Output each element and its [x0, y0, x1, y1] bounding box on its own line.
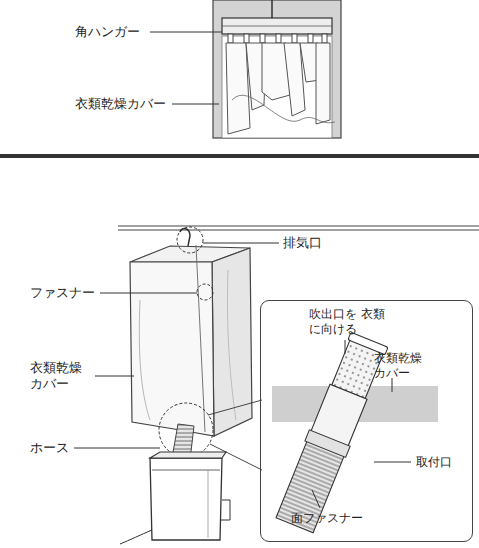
divider-bar: [0, 154, 479, 158]
leader-lines: [150, 32, 222, 104]
callout-text: 吹出口を 衣類に向ける: [309, 307, 387, 337]
inset-detail: [272, 332, 438, 534]
callout-text: 面ファスナー: [291, 511, 363, 526]
callout-text: 衣類乾燥 カバー: [374, 351, 434, 381]
part-name: 衣類乾燥 カバー: [30, 360, 92, 391]
drying-setup: [118, 226, 479, 544]
callout-text: 取付口: [416, 455, 452, 470]
part-name: 排気口: [283, 235, 322, 251]
detail-inset: 吹出口を 衣類に向ける衣類乾燥 カバー取付口面ファスナー: [260, 300, 473, 542]
part-name: ファスナー: [30, 285, 95, 301]
part-name: ホース: [30, 440, 69, 456]
top-cover: [213, 0, 341, 138]
part-name: 角ハンガー: [75, 24, 140, 40]
leader-lines: [74, 243, 279, 448]
part-name: 衣類乾燥カバー: [75, 96, 166, 112]
